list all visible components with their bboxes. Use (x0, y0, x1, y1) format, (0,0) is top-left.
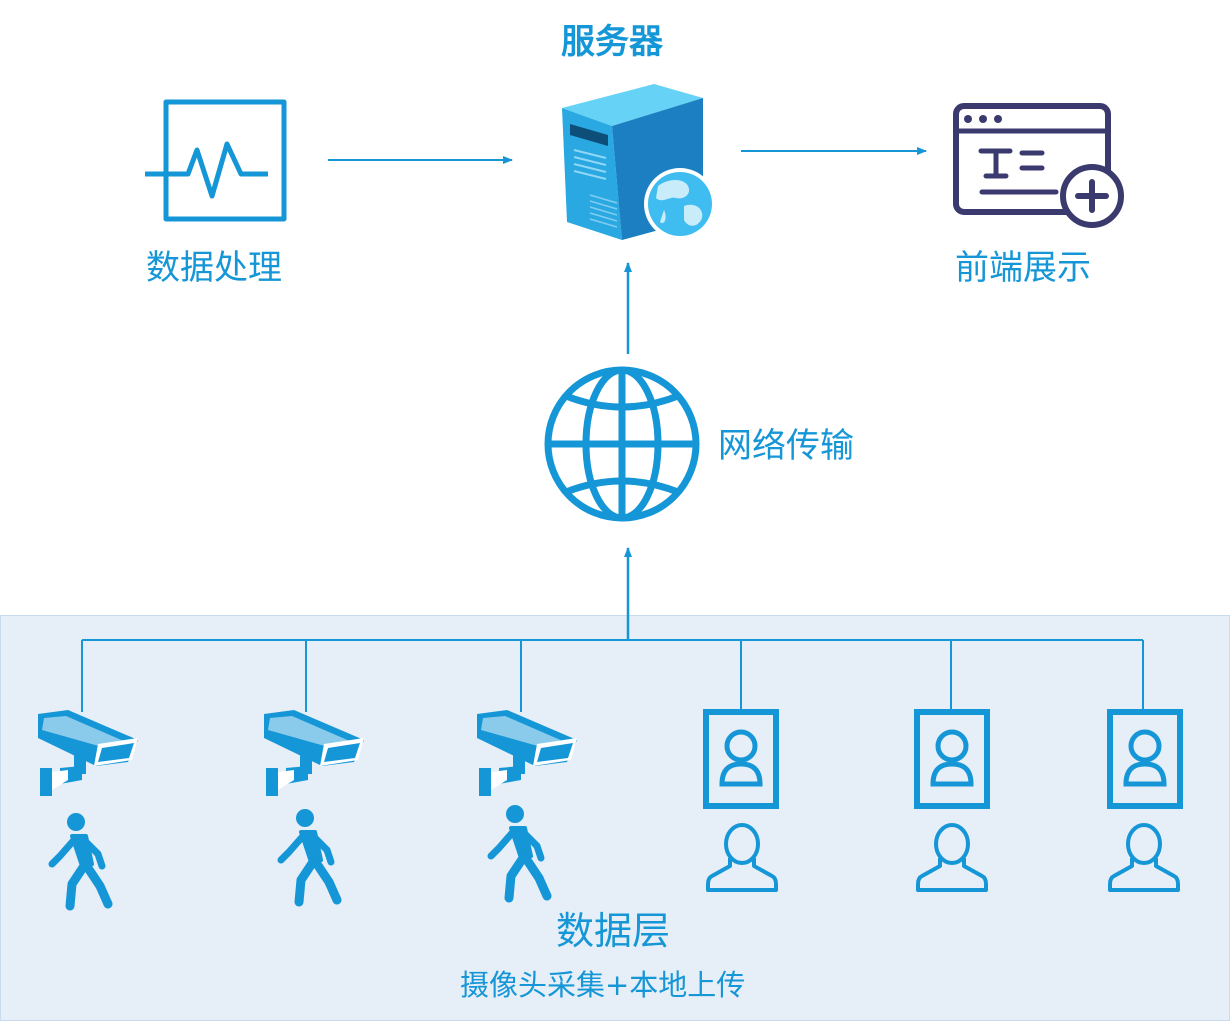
id-card-icon (703, 709, 779, 809)
browser-add-icon (953, 103, 1124, 228)
walking-person-icon (48, 813, 113, 911)
cctv-camera-icon (477, 710, 577, 796)
walking-person-icon (277, 809, 342, 907)
frontend-display-label: 前端展示 (955, 248, 1091, 288)
person-outline-icon (916, 823, 988, 892)
data-layer-title: 数据层 (556, 909, 671, 953)
cctv-camera-icon (264, 710, 364, 796)
id-card-icon (1107, 709, 1183, 809)
data-layer-subtitle: 摄像头采集+本地上传 (460, 968, 746, 1002)
network-label: 网络传输 (718, 426, 854, 466)
cctv-camera-icon (38, 710, 138, 796)
id-card-icon (914, 709, 990, 809)
person-outline-icon (706, 823, 778, 892)
person-outline-icon (1108, 823, 1180, 892)
data-processing-label: 数据处理 (146, 248, 282, 288)
server-title: 服务器 (561, 22, 663, 62)
waveform-icon (145, 99, 287, 222)
bus-lines (81, 639, 1144, 712)
walking-person-icon (487, 805, 552, 903)
globe-icon (544, 366, 700, 522)
data-layer-panel (0, 615, 1230, 1021)
server-icon (562, 84, 716, 240)
